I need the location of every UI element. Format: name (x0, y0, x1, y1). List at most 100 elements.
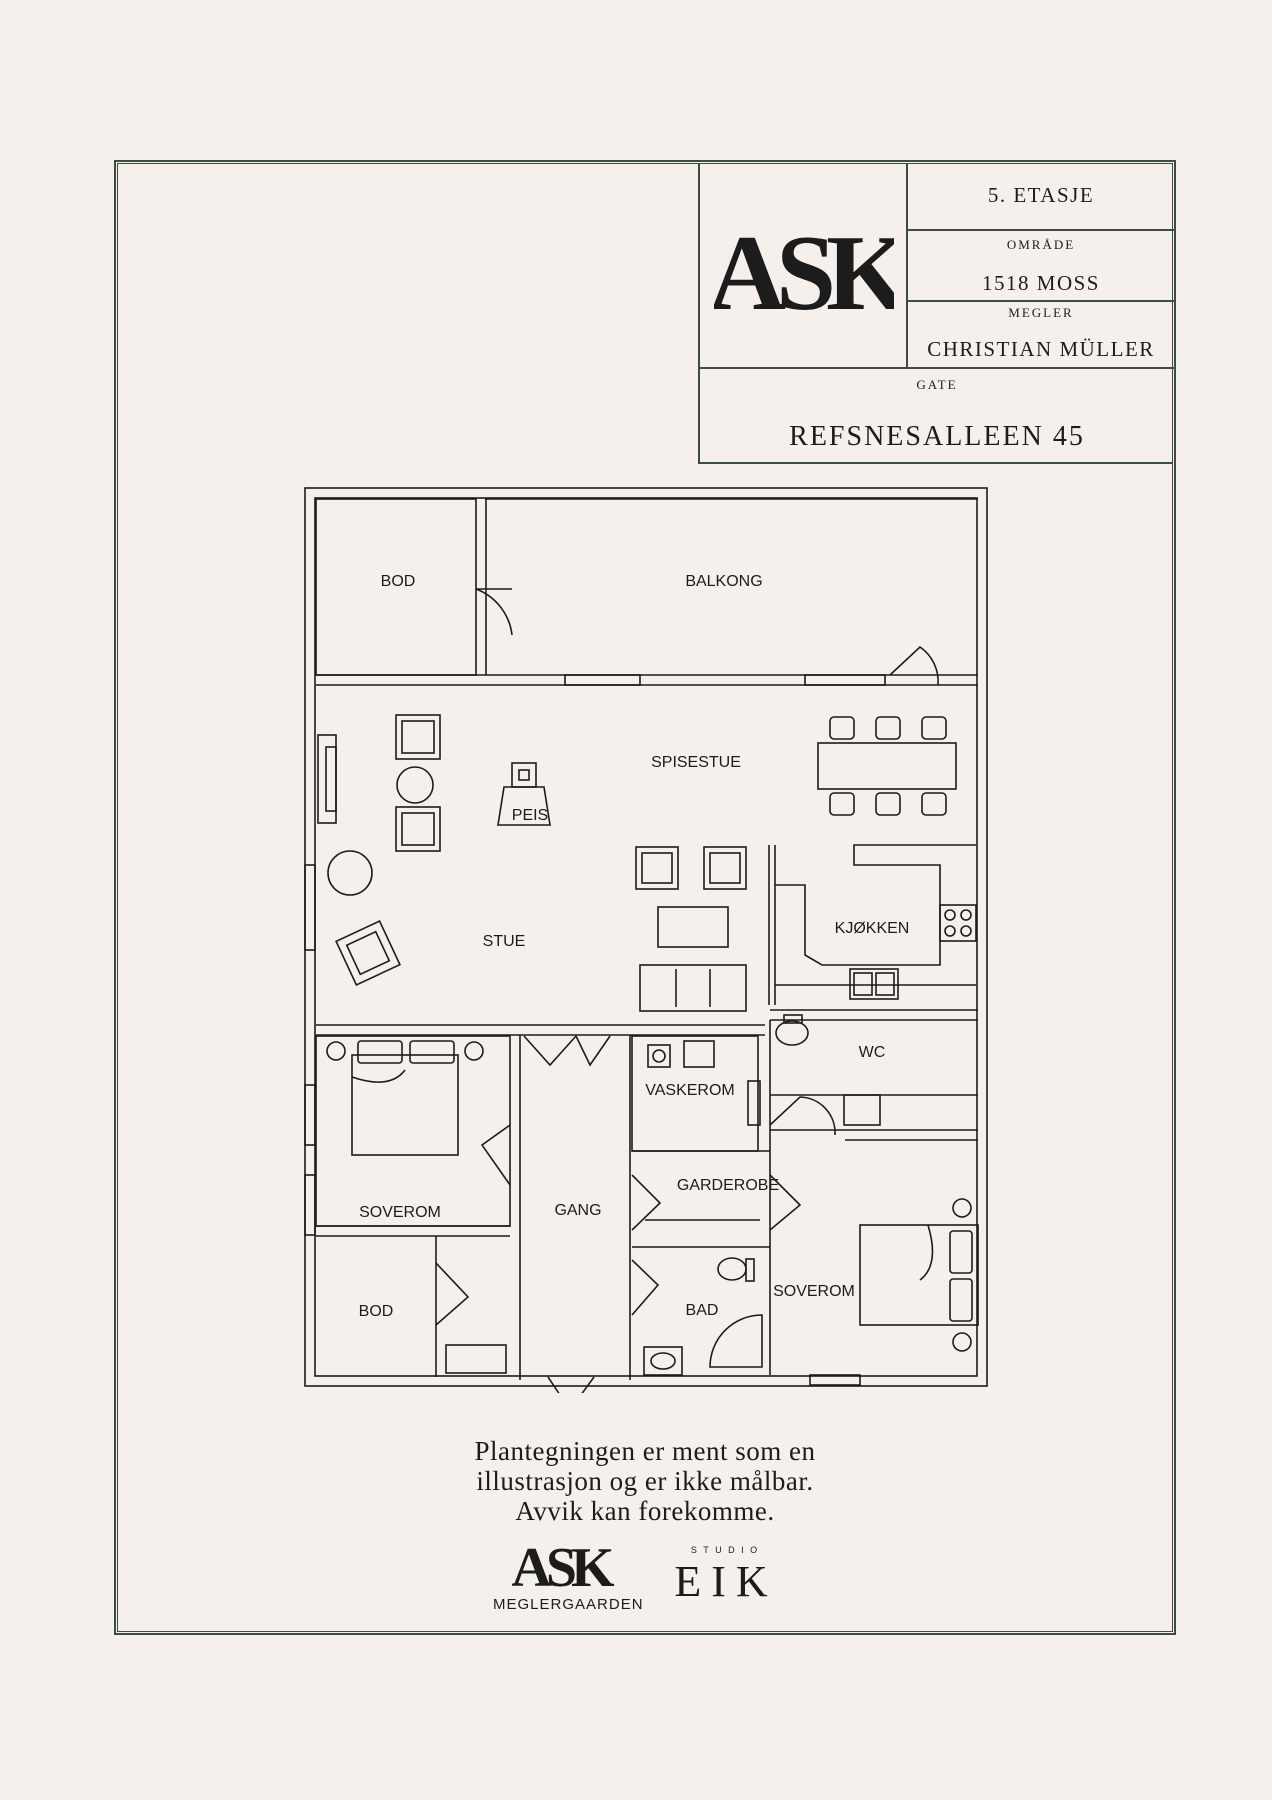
lounge-chair (335, 920, 401, 986)
room-label-spisestue: SPISESTUE (651, 754, 741, 771)
room-label-wc: WC (859, 1044, 886, 1061)
round-table (327, 850, 373, 896)
toilet (717, 1257, 747, 1281)
room-label-soverom-left: SOVEROM (359, 1204, 441, 1221)
studio-label: S T U D I O (690, 1545, 760, 1555)
storage-shelf (445, 1344, 507, 1374)
floor-plan: BOD BALKONG SPISESTUE PEIS STUE KJØKKEN … (304, 487, 988, 1393)
window (809, 1374, 861, 1386)
stove-burner (960, 925, 972, 937)
bed (351, 1054, 459, 1156)
door-arc (889, 645, 939, 686)
room-label-peis: PEIS (512, 807, 548, 824)
peis-hearth (497, 786, 551, 826)
kitchen-counter (775, 844, 976, 966)
door-arc (769, 1096, 836, 1136)
room-label-bad: BAD (686, 1302, 719, 1319)
room-label-gang: GANG (554, 1202, 601, 1219)
stove (939, 904, 977, 942)
title-block-divider (906, 229, 1174, 231)
armchair (395, 806, 441, 852)
stove-burner (960, 909, 972, 921)
ask-footer-logo: ASK (511, 1537, 614, 1599)
kitchen-sink-basin (875, 972, 895, 996)
washing-machine-drum (652, 1049, 666, 1063)
nightstand-lamp (952, 1332, 972, 1352)
armchair (703, 846, 747, 890)
bed-sheet (351, 1069, 406, 1083)
area-label: OMRÅDE (1006, 237, 1076, 252)
bed-sheet (919, 1224, 934, 1281)
toilet-tank (783, 1014, 803, 1024)
bad-sink-basin (650, 1352, 676, 1370)
wc-sink (843, 1094, 881, 1126)
room-label-bod-bottom: BOD (359, 1303, 394, 1320)
shower (709, 1314, 763, 1368)
double-door (575, 1035, 611, 1067)
utility-sink (683, 1040, 715, 1068)
nightstand-lamp (464, 1041, 484, 1061)
outer-wall (304, 487, 988, 1387)
room-label-balkong: BALKONG (685, 573, 762, 590)
washing-machine (647, 1044, 671, 1068)
kitchen-sink-basin (853, 972, 873, 996)
fireplace-insert (325, 746, 337, 812)
window (304, 1084, 316, 1146)
svg-text:ASK: ASK (714, 215, 894, 325)
peis-chimney (511, 762, 537, 788)
stove-burner (944, 925, 956, 937)
kitchen-sink (849, 968, 899, 1000)
window (804, 674, 886, 686)
nightstand-lamp (952, 1198, 972, 1218)
window (304, 864, 316, 951)
door-arc (435, 1262, 470, 1326)
disclaimer-line: Avvik kan forekomme. (515, 1496, 775, 1526)
room-label-soverom-right: SOVEROM (773, 1283, 855, 1300)
disclaimer-line: Plantegningen er ment som en (474, 1436, 816, 1466)
stove-burner (944, 909, 956, 921)
room-label-bod-top: BOD (381, 573, 416, 590)
pillow (949, 1230, 973, 1274)
window (564, 674, 641, 686)
entrance-door (547, 1376, 595, 1393)
door-arc (769, 1174, 802, 1231)
pillow (357, 1040, 403, 1064)
pillow (409, 1040, 455, 1064)
armchair-seat (709, 852, 741, 884)
studio-eik-logo: EIK (674, 1557, 778, 1606)
coffee-table (657, 906, 729, 948)
door-arc (631, 1174, 662, 1231)
toilet (775, 1020, 809, 1046)
window (304, 1174, 316, 1236)
side-table (396, 766, 434, 804)
door-arc (475, 588, 513, 636)
toilet-tank (745, 1258, 755, 1282)
cabinet (747, 1080, 761, 1126)
dining-chairs (829, 716, 947, 816)
outer-frame (114, 160, 1176, 1635)
room-label-kjokken: KJØKKEN (835, 920, 910, 937)
armchair-seat (401, 720, 435, 754)
armchair-seat (641, 852, 673, 884)
outer-wall-inner (314, 497, 978, 1377)
bed (859, 1224, 979, 1326)
title-block: ASK 5. ETASJE OMRÅDE 1518 MOSS MEGLER CH… (698, 163, 1174, 464)
title-block-divider (906, 163, 908, 368)
floor-label: 5. ETASJE (987, 183, 1095, 207)
peis-chimney (518, 769, 530, 781)
dining-table (817, 742, 957, 790)
door-arc (631, 1259, 660, 1316)
sofa (639, 964, 747, 1012)
area-value: 1518 MOSS (982, 271, 1100, 295)
title-block-divider (906, 300, 1174, 302)
street-label: GATE (916, 377, 958, 392)
street-value: REFSNESALLEEN 45 (789, 421, 1085, 452)
room-label-vaskerom: VASKEROM (645, 1082, 735, 1099)
broker-label: MEGLER (1008, 305, 1074, 320)
disclaimer: Plantegningen er ment som en illustrasjo… (380, 1436, 910, 1526)
door-arc (480, 1124, 511, 1186)
nightstand-lamp (326, 1041, 346, 1061)
inner-frame (117, 163, 1173, 1632)
double-door (523, 1035, 577, 1067)
fireplace-insert (317, 734, 337, 824)
